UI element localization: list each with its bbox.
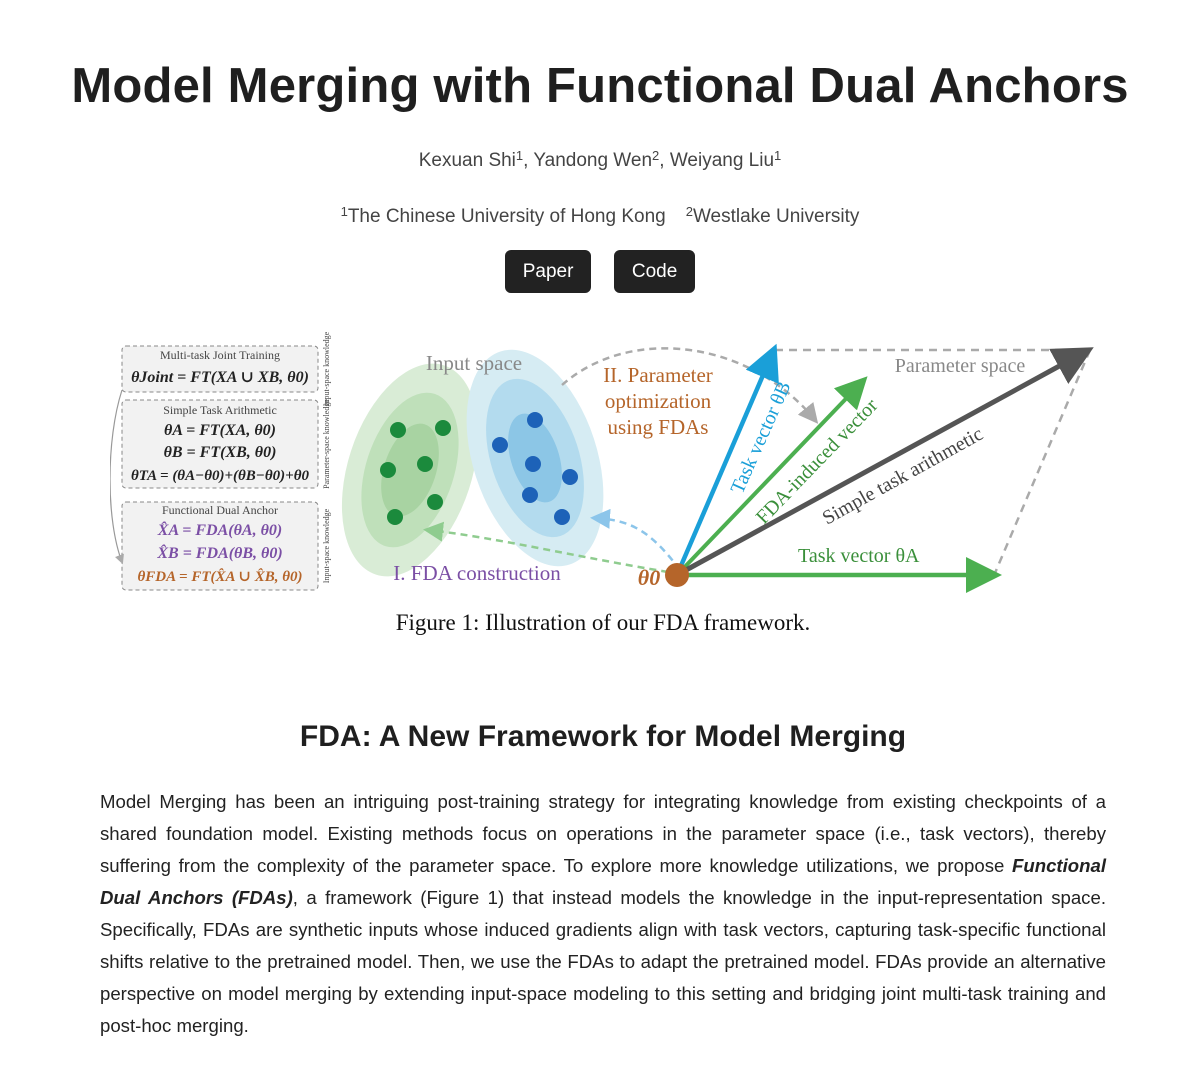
box-connector-arrow <box>110 389 124 565</box>
abstract-emphasis: Functional Dual Anchors (FDAs) <box>100 855 1106 908</box>
author-name: Yandong Wen <box>533 150 653 171</box>
task-arithmetic-equation-b: θB = FT(XB, θ0) <box>164 444 277 461</box>
fda-construction-label: I. FDA construction <box>393 561 561 585</box>
param-opt-label-2: optimization <box>605 389 712 413</box>
task-vector-b-arrow <box>674 343 779 576</box>
fda-box-title: Functional Dual Anchor <box>162 503 278 517</box>
fda-equation-merge: θFDA = FT(X̂A ∪ X̂B, θ0) <box>137 567 302 585</box>
code-button[interactable]: Code <box>613 250 696 293</box>
joint-training-equation: θJoint = FT(XA ∪ XB, θ0) <box>131 369 309 386</box>
page-title: Model Merging with Functional Dual Ancho… <box>71 59 1129 113</box>
author-affiliation-mark: 2 <box>652 148 660 163</box>
param-space-edge-right <box>993 349 1092 574</box>
fda-construction-arrow-a <box>423 521 681 576</box>
param-opt-arrow <box>561 347 819 424</box>
author-affiliation-mark: 1 <box>774 148 782 163</box>
task-arithmetic-title: Simple Task Arithmetic <box>163 403 277 417</box>
affiliation-name: The Chinese University of Hong Kong <box>347 206 666 227</box>
affiliation-mark: 1 <box>340 204 348 219</box>
param-opt-label-1: II. Parameter <box>603 363 713 387</box>
param-opt-label-3: using FDAs <box>608 415 709 439</box>
simple-task-arithmetic-arrow <box>675 347 1094 578</box>
fda-induced-vector-arrow <box>675 376 868 577</box>
input-space-label: Input space <box>426 351 522 375</box>
abstract-paragraph: Model Merging has been an intriguing pos… <box>100 786 1106 1042</box>
joint-training-title: Multi-task Joint Training <box>160 348 280 362</box>
task-arithmetic-equation-a: θA = FT(XA, θ0) <box>164 422 276 439</box>
fda-side-label: Input-space knowledge <box>322 508 331 583</box>
author-affiliation-mark: 1 <box>515 148 524 163</box>
author-list: Kexuan Shi1, Yandong Wen2, Weiyang Liu1 <box>418 148 782 171</box>
joint-training-side-label: Input-space knowledge <box>322 331 331 406</box>
abstract-text-part2: , a framework (Figure 1) that instead mo… <box>100 887 1106 1036</box>
fda-framework-figure: Multi-task Joint Training θJoint = FT(XA… <box>110 331 1094 593</box>
fda-construction-arrow-b <box>590 508 681 571</box>
author-name: Weiyang Liu <box>669 150 775 171</box>
author-name: Kexuan Shi <box>418 150 516 171</box>
joint-training-box: Multi-task Joint Training θJoint = FT(XA… <box>121 331 331 406</box>
task-arithmetic-box: Simple Task Arithmetic θA = FT(XA, θ0) θ… <box>121 399 331 489</box>
figure-caption: Figure 1: Illustration of our FDA framew… <box>395 610 811 635</box>
fda-box: Functional Dual Anchor X̂A = FDA(θA, θ0)… <box>121 501 331 591</box>
paper-button[interactable]: Paper <box>504 250 592 293</box>
affiliation-list: 1The Chinese University of Hong Kong 2Wes… <box>0 204 1200 228</box>
theta0-origin-point <box>665 563 689 587</box>
theta0-label: θ0 <box>638 565 660 590</box>
abstract-text-part1: Model Merging has been an intriguing pos… <box>100 791 1106 876</box>
task-arithmetic-side-label: Parameter-space knowledge <box>322 399 331 489</box>
link-buttons: Paper Code <box>0 250 1200 293</box>
task-arithmetic-equation-ta: θTA = (θA−θ0)+(θB−θ0)+θ0 <box>131 468 310 484</box>
parameter-space-label: Parameter space <box>895 355 1026 377</box>
task-a-data-points <box>380 420 451 525</box>
affiliation-mark: 2 <box>685 204 693 219</box>
fda-equation-a: X̂A = FDA(θA, θ0) <box>157 520 282 539</box>
input-space-region: Input space <box>341 349 604 577</box>
section-title: FDA: A New Framework for Model Merging <box>299 720 907 753</box>
affiliation-name: Westlake University <box>692 206 860 227</box>
task-vector-a-label: Task vector θA <box>798 545 920 567</box>
task-b-data-points <box>492 412 578 525</box>
fda-equation-b: X̂B = FDA(θB, θ0) <box>156 543 282 562</box>
